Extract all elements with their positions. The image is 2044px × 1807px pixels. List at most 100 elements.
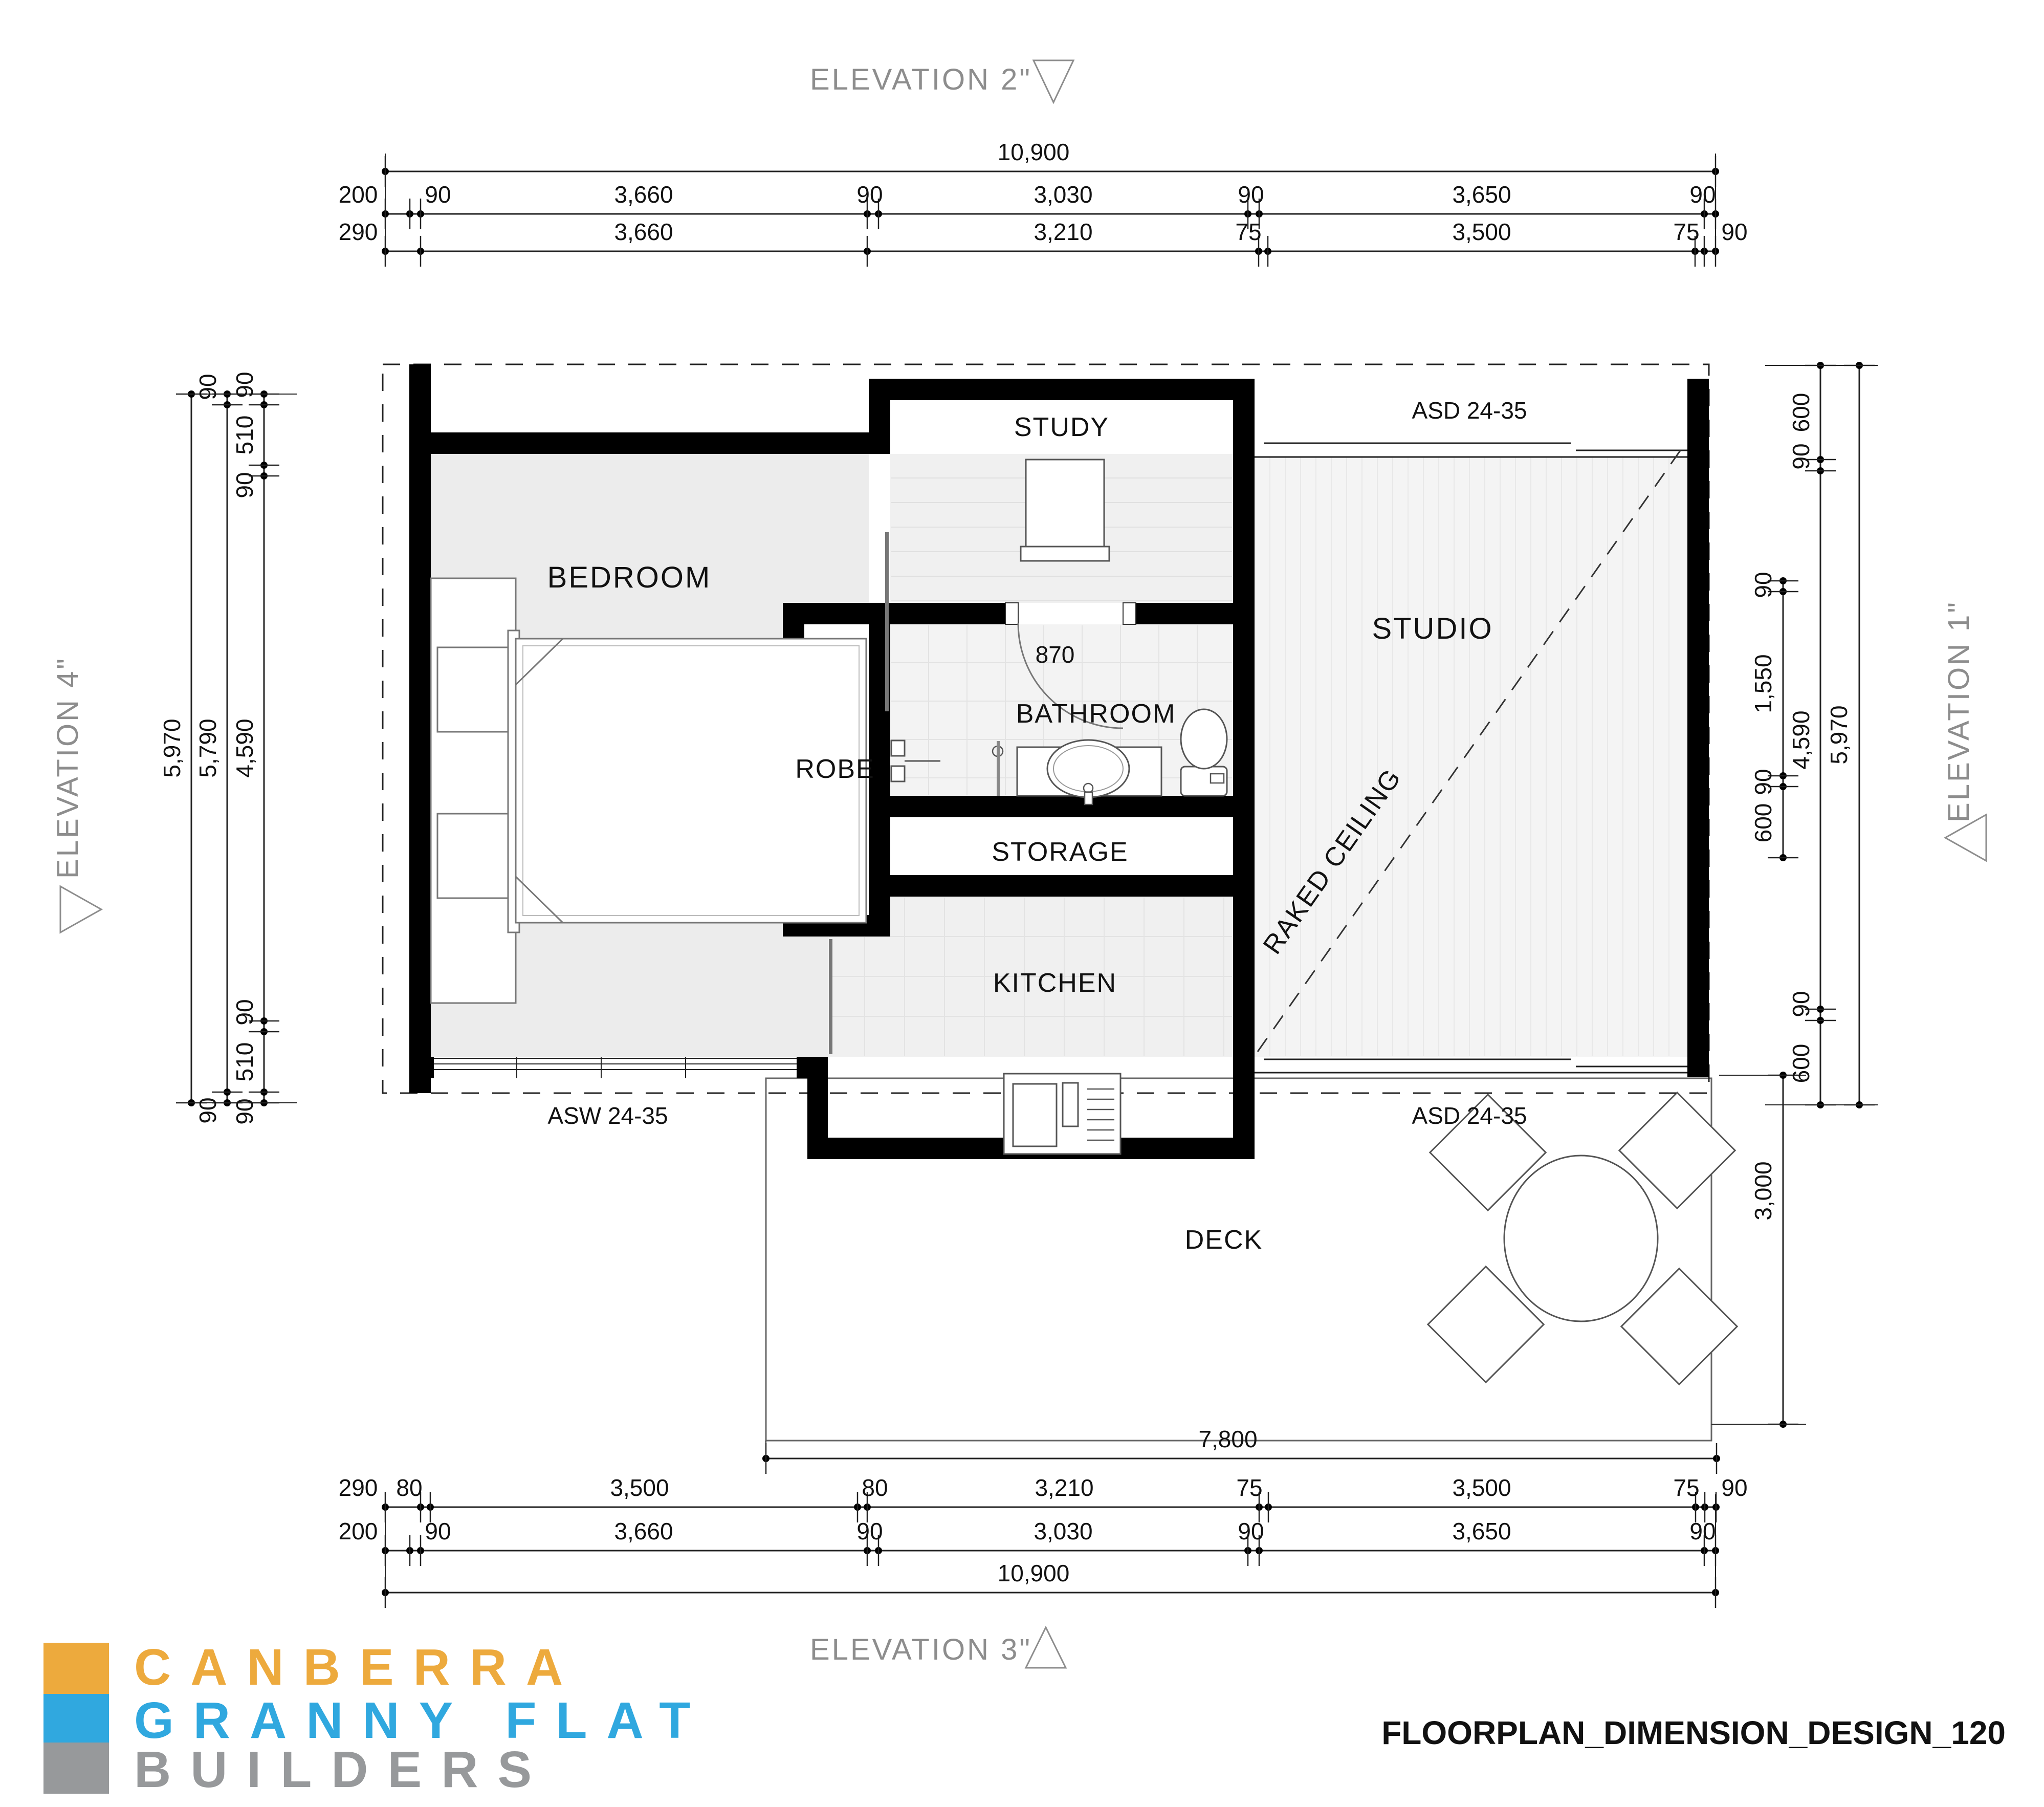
dim-label: 90 (856, 181, 883, 208)
dim-label: 75 (1236, 1474, 1262, 1501)
dim-label: 290 (339, 219, 378, 245)
dim-label: 90 (1788, 443, 1814, 469)
deck-chair (1428, 1093, 1547, 1212)
basin (1046, 739, 1130, 798)
dim-label: 90 (1750, 572, 1776, 598)
dim-label: 80 (862, 1474, 888, 1501)
bed-mattress (515, 638, 867, 924)
dim-label: 90 (1689, 1518, 1716, 1544)
dim-label: 510 (231, 416, 258, 455)
wall-bathroom-south (869, 796, 1255, 817)
toilet-bowl (1180, 708, 1228, 770)
dim-label: 3,210 (1035, 1474, 1093, 1501)
elevation-bottom-triangle-icon (1024, 1625, 1067, 1669)
raked-ceiling-line (1257, 446, 1684, 1052)
dim-label: 90 (1689, 181, 1716, 208)
nightstand (436, 646, 517, 733)
dim-label: 75 (1673, 1474, 1699, 1501)
toilet-flush (1210, 773, 1225, 784)
cavity-slider-kitchen (829, 939, 832, 1054)
asd-top-label: ASD 24-35 (1412, 397, 1527, 424)
dim-label: 80 (396, 1474, 422, 1501)
dim-label: 290 (339, 1474, 378, 1501)
drawing-title: FLOORPLAN_DIMENSION_DESIGN_120 (1381, 1714, 2006, 1751)
furniture (430, 459, 1228, 1155)
logo-block-orange (43, 1643, 109, 1694)
dim-label: 3,210 (1034, 219, 1092, 245)
room-label-kitchen: KITCHEN (993, 968, 1117, 998)
deck-chair (1620, 1267, 1739, 1386)
dim-label: 3,660 (614, 181, 673, 208)
elevation-right-triangle-icon (1943, 813, 1987, 862)
dim-label: 4,590 (1788, 710, 1814, 769)
elevation-top-triangle-icon (1032, 59, 1075, 104)
dim-label: 90 (194, 374, 221, 400)
wall-study-east (1233, 379, 1255, 455)
dim-label: 3,660 (614, 219, 673, 245)
dim-label: 90 (425, 1518, 451, 1544)
logo-line3: BUILDERS (134, 1741, 551, 1798)
deck-chair (1618, 1091, 1737, 1210)
asw-label: ASW 24-35 (547, 1102, 668, 1129)
deck-table (1503, 1155, 1659, 1322)
dim-label: 3,660 (614, 1518, 673, 1544)
dim-label: 3,650 (1452, 1518, 1511, 1544)
wall-bathroom-north-a (783, 603, 1005, 624)
cavity-slider-passage (885, 532, 889, 711)
wall-study-north (869, 379, 1255, 400)
bathroom-door-swing (1017, 623, 1124, 729)
grill-lines (1087, 1088, 1114, 1141)
study-desk (1025, 459, 1105, 548)
elevation-bottom-label: ELEVATION 3" (810, 1633, 1032, 1666)
dim-label: 600 (1788, 1044, 1814, 1083)
dim-label: 510 (231, 1042, 258, 1082)
wall-right (1687, 379, 1709, 1077)
bed-inner-line (522, 645, 860, 916)
shower-fitting (890, 739, 906, 757)
dim-label: 200 (339, 1518, 378, 1544)
door-width-label: 870 (1036, 641, 1075, 668)
dim-label: 90 (1750, 769, 1776, 795)
room-label-deck: DECK (1185, 1225, 1263, 1255)
room-label-studio: STUDIO (1372, 612, 1493, 645)
dim-label: 4,590 (231, 719, 258, 777)
dim-label: 10,900 (998, 1560, 1070, 1586)
logo-block-gray (43, 1743, 109, 1794)
dim-label: 90 (194, 1097, 221, 1123)
logo: CANBERRA GRANNY FLAT BUILDERS (43, 1639, 690, 1798)
shower-screen (997, 741, 1000, 796)
openings (434, 442, 1687, 1078)
toilet-cistern (1180, 766, 1228, 797)
asd-bottom-label: ASD 24-35 (1412, 1102, 1527, 1129)
dim-label: 90 (425, 181, 451, 208)
dim-label: 10,900 (998, 139, 1070, 165)
door-jamb (1005, 602, 1019, 625)
dim-label: 3,500 (1452, 219, 1511, 245)
dim-label: 75 (1235, 219, 1261, 245)
dim-label: 5,790 (194, 719, 221, 777)
dim-label: 90 (1721, 219, 1747, 245)
dim-label: 90 (231, 372, 258, 398)
dim-label: 90 (1238, 1518, 1264, 1544)
dim-label: 5,970 (1826, 705, 1852, 764)
elevation-left-label: ELEVATION 4" (51, 657, 84, 879)
bedside-unit (430, 577, 517, 1004)
floor-fills (431, 400, 1687, 1057)
dim-label: 7,800 (1198, 1426, 1257, 1452)
dim-label: 3,650 (1452, 181, 1511, 208)
dim-label: 200 (339, 181, 378, 208)
dim-label: 600 (1750, 803, 1776, 843)
dim-label: 90 (1788, 991, 1814, 1017)
room-label-storage: STORAGE (992, 837, 1128, 867)
wall-bedroom-north (409, 432, 890, 454)
shower-fitting (890, 765, 906, 782)
room-label-robe: ROBE (795, 754, 874, 784)
deck-chair (1426, 1265, 1545, 1384)
dim-label: 3,500 (1452, 1474, 1511, 1501)
elevation-top-label: ELEVATION 2" (810, 63, 1032, 96)
dim-label: 90 (231, 1098, 258, 1124)
studio-floor (1255, 455, 1687, 1057)
wall-south-a (409, 1057, 434, 1078)
dim-label: 90 (1238, 181, 1264, 208)
dim-label: 75 (1673, 219, 1699, 245)
